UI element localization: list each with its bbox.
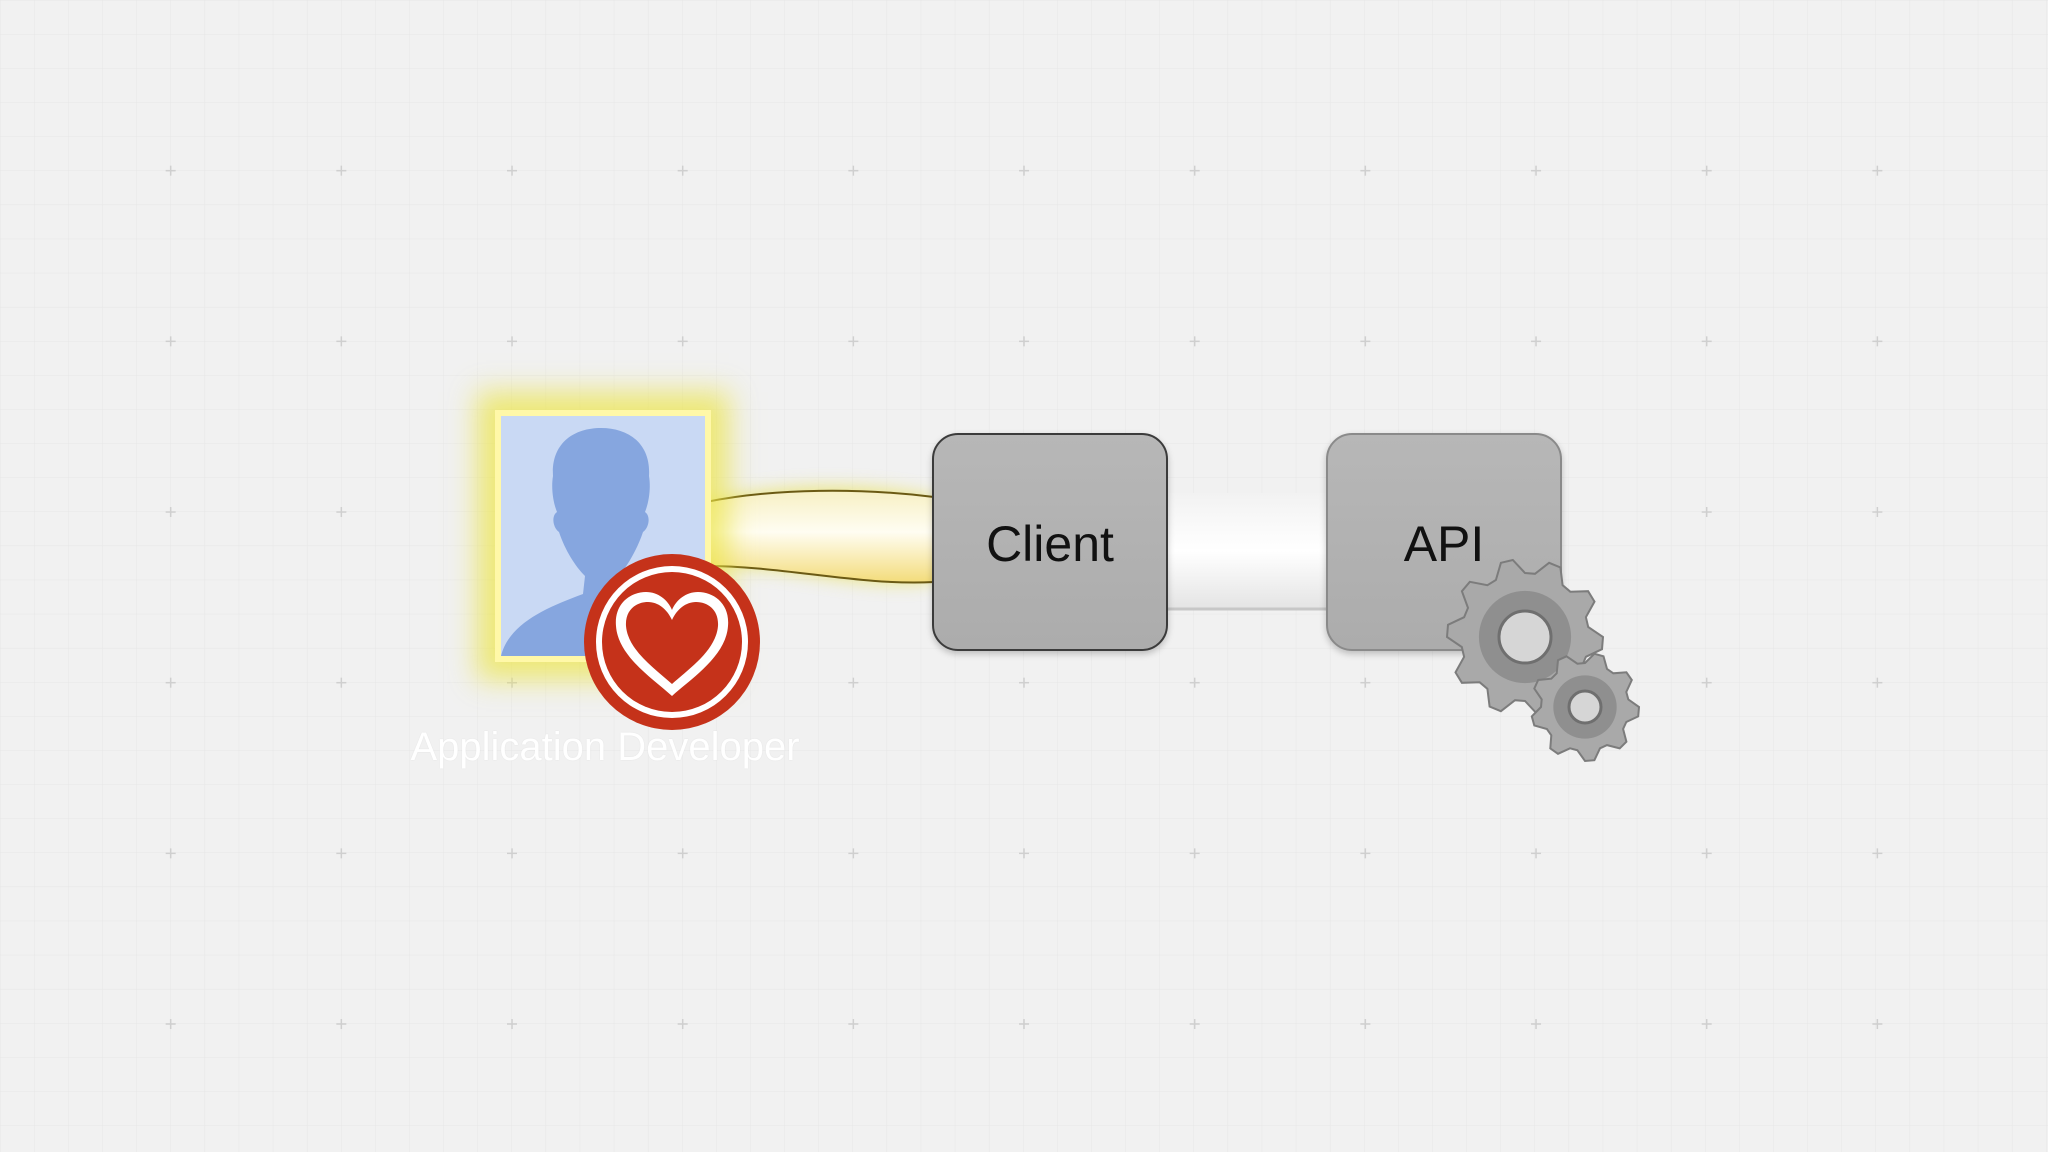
gears-icon (1445, 558, 1641, 763)
connector-client-api (1166, 493, 1330, 611)
client-node[interactable]: Client (932, 433, 1168, 651)
heart-icon (584, 554, 760, 730)
api-node-label: API (1403, 516, 1485, 572)
user-silhouette-icon (501, 428, 705, 656)
connector-person-client (700, 487, 936, 584)
client-node-label: Client (986, 516, 1114, 572)
application-developer-label: Application Developer (410, 725, 800, 769)
